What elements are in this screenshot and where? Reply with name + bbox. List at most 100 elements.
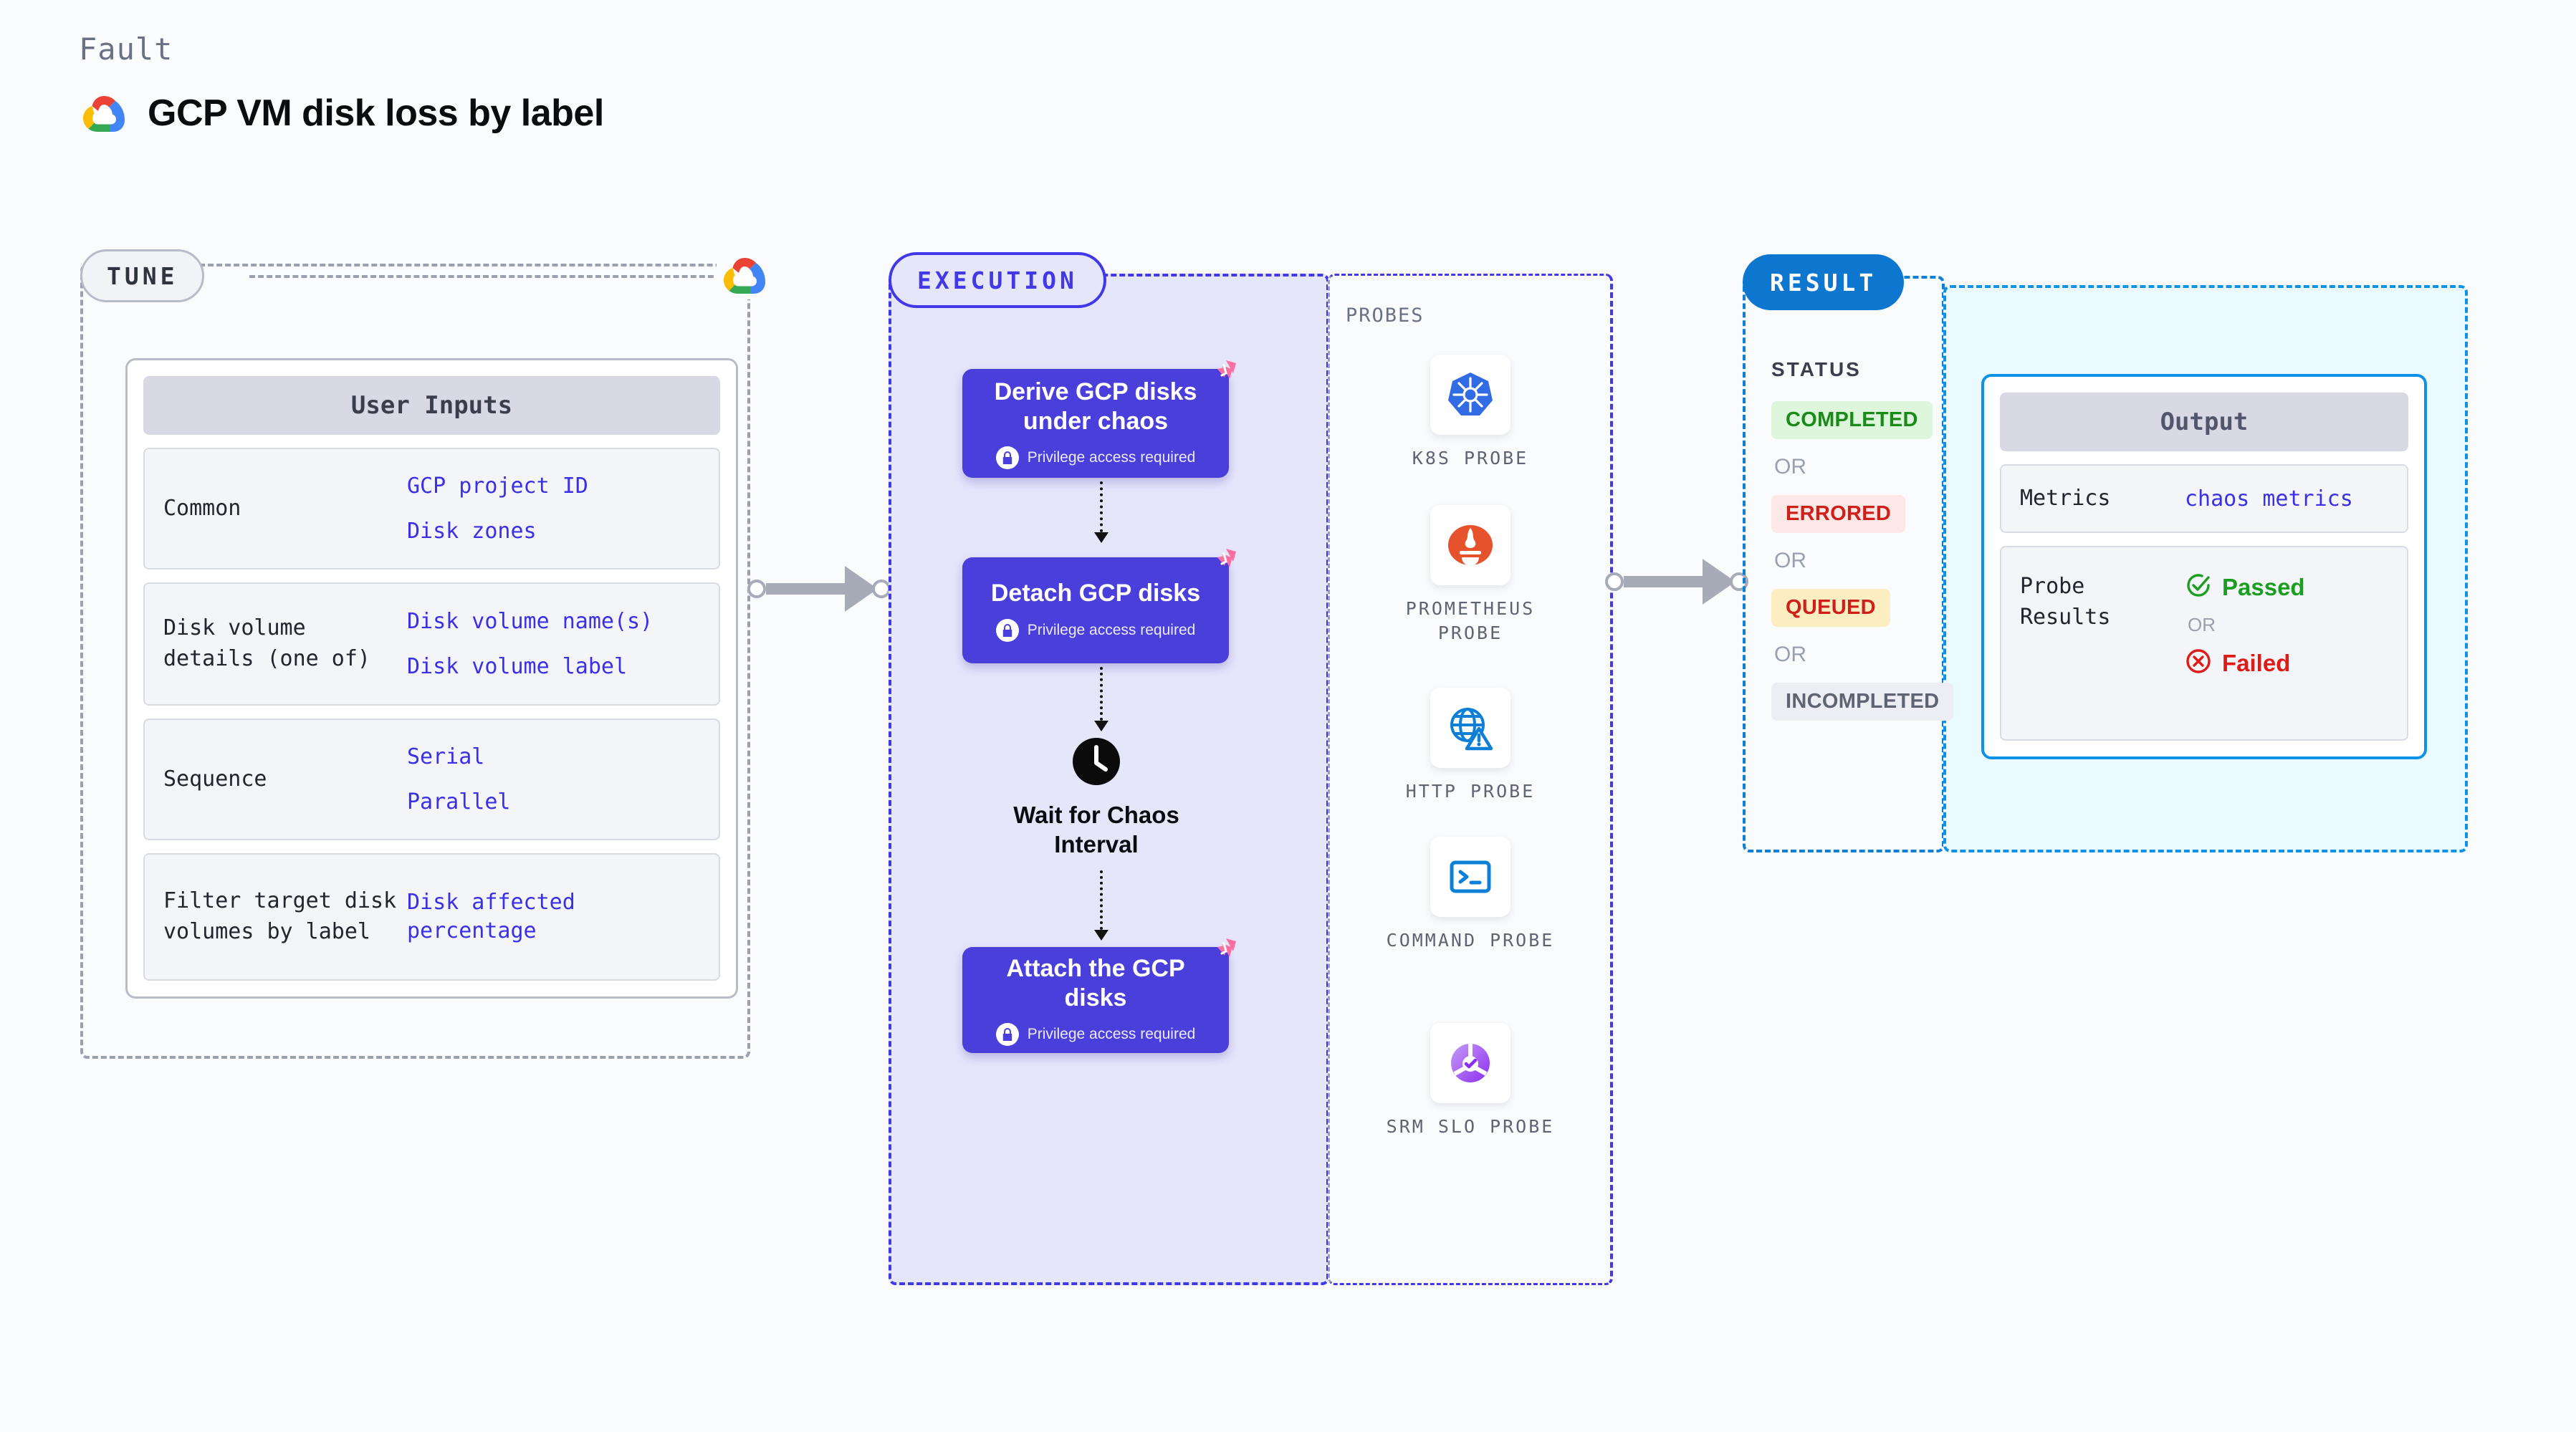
input-row-values: Disk volume name(s) Disk volume label bbox=[407, 607, 653, 681]
terminal-icon bbox=[1430, 837, 1510, 917]
probe-srm-slo[interactable]: SRM SLO PROBE bbox=[1384, 1023, 1556, 1139]
page-title: GCP VM disk loss by label bbox=[148, 92, 604, 134]
wait-label: Wait for Chaos Interval bbox=[1013, 802, 1179, 858]
flow-arrow-head bbox=[1094, 721, 1109, 731]
globe-warning-icon bbox=[1430, 688, 1510, 768]
flow-arrow-3 bbox=[1094, 870, 1109, 941]
flow-arrow-head bbox=[1094, 532, 1109, 543]
input-value[interactable]: GCP project ID bbox=[407, 474, 588, 499]
tune-panel-border bbox=[80, 264, 750, 1059]
execution-node-derive-gcp-disks[interactable]: Derive GCP disks under chaos Privilege a… bbox=[962, 360, 1236, 478]
status-badge-list: COMPLETED OR ERRORED OR QUEUED OR INCOMP… bbox=[1771, 401, 1954, 721]
probe-result-failed[interactable]: Failed bbox=[2185, 648, 2305, 678]
flow-arrow-2 bbox=[1094, 667, 1109, 731]
user-inputs-card-title: User Inputs bbox=[143, 376, 720, 435]
probe-label: COMMAND PROBE bbox=[1386, 930, 1555, 951]
input-row-common[interactable]: Common GCP project ID Disk zones bbox=[143, 448, 720, 570]
input-value[interactable]: Disk volume label bbox=[407, 654, 628, 679]
output-card: Output Metrics chaos metrics Probe Resul… bbox=[1981, 374, 2427, 759]
probe-k8s[interactable]: K8S PROBE bbox=[1384, 355, 1556, 471]
tune-stage-pill[interactable]: TUNE bbox=[80, 249, 205, 302]
input-value[interactable]: Parallel bbox=[407, 789, 511, 814]
probes-section-title: PROBES bbox=[1346, 304, 1425, 327]
user-inputs-card: User Inputs Common GCP project ID Disk z… bbox=[125, 358, 738, 999]
check-circle-icon bbox=[2185, 572, 2212, 602]
connector-execution-to-result bbox=[1605, 559, 1748, 605]
node-privilege-text: Privilege access required bbox=[1027, 1026, 1196, 1043]
output-card-title: Output bbox=[2000, 393, 2408, 451]
input-value[interactable]: Disk zones bbox=[407, 519, 537, 544]
connector-bar bbox=[1624, 576, 1703, 587]
page-kicker: Fault bbox=[79, 32, 173, 67]
execution-stage-pill[interactable]: EXECUTION bbox=[889, 252, 1106, 308]
flow-arrow-1 bbox=[1094, 481, 1109, 543]
status-or-separator: OR bbox=[1774, 549, 1806, 572]
probe-label: HTTP PROBE bbox=[1405, 781, 1536, 802]
srm-slo-icon bbox=[1430, 1023, 1510, 1103]
probe-label: K8S PROBE bbox=[1412, 448, 1529, 468]
flow-arrow-line bbox=[1100, 667, 1103, 721]
execution-node-detach-gcp-disks[interactable]: Detach GCP disks Privilege access requir… bbox=[962, 549, 1236, 663]
input-row-values: GCP project ID Disk zones bbox=[407, 472, 588, 545]
flow-arrow-line bbox=[1100, 481, 1103, 532]
node-privilege-text: Privilege access required bbox=[1027, 621, 1196, 638]
node-privilege-note: Privilege access required bbox=[995, 446, 1196, 470]
prometheus-icon bbox=[1430, 505, 1510, 585]
lock-icon bbox=[995, 446, 1019, 470]
input-row-filter-target[interactable]: Filter target disk volumes by label Disk… bbox=[143, 853, 720, 981]
output-metrics-value[interactable]: chaos metrics bbox=[2185, 486, 2353, 511]
status-badge[interactable]: INCOMPLETED bbox=[1771, 683, 1954, 721]
litmus-chaos-badge-icon bbox=[1200, 542, 1240, 585]
status-badge[interactable]: QUEUED bbox=[1771, 589, 1890, 627]
probe-result-values: Passed OR Failed bbox=[2185, 572, 2305, 678]
gcp-cloud-logo-icon bbox=[80, 93, 128, 133]
input-row-label: Filter target disk volumes by label bbox=[163, 888, 397, 944]
node-title: Detach GCP disks bbox=[990, 580, 1201, 607]
input-row-disk-volume-details[interactable]: Disk volume details (one of) Disk volume… bbox=[143, 582, 720, 706]
probe-result-or: OR bbox=[2188, 614, 2216, 635]
node-title: Derive GCP disks under chaos bbox=[994, 378, 1197, 435]
status-badge[interactable]: ERRORED bbox=[1771, 495, 1906, 533]
output-row-metrics[interactable]: Metrics chaos metrics bbox=[2000, 464, 2408, 533]
input-value[interactable]: Serial bbox=[407, 744, 485, 769]
node-privilege-note: Privilege access required bbox=[995, 618, 1196, 642]
output-row-label: Metrics bbox=[2020, 485, 2111, 511]
connector-start-dot bbox=[1605, 572, 1624, 591]
status-or-separator: OR bbox=[1774, 455, 1806, 479]
probe-result-passed[interactable]: Passed bbox=[2185, 572, 2305, 602]
lock-icon bbox=[995, 1023, 1019, 1047]
status-or-separator: OR bbox=[1774, 643, 1806, 666]
input-row-label: Common bbox=[163, 495, 241, 521]
page-header: GCP VM disk loss by label bbox=[80, 92, 604, 135]
input-value[interactable]: Disk affected percentage bbox=[407, 889, 575, 944]
clock-icon bbox=[1071, 736, 1121, 790]
connector-bar bbox=[766, 583, 845, 595]
flow-arrow-line bbox=[1100, 870, 1103, 930]
probe-command[interactable]: COMMAND PROBE bbox=[1384, 837, 1556, 953]
input-row-values: Disk affected percentage bbox=[407, 888, 593, 946]
input-value[interactable]: Disk volume name(s) bbox=[407, 609, 653, 634]
x-circle-icon bbox=[2185, 648, 2212, 678]
node-privilege-text: Privilege access required bbox=[1027, 449, 1196, 466]
status-section-title: STATUS bbox=[1771, 358, 1862, 380]
node-privilege-note: Privilege access required bbox=[995, 1023, 1196, 1047]
probe-label: PROMETHEUS PROBE bbox=[1405, 598, 1536, 643]
connector-start-dot bbox=[747, 580, 766, 598]
tune-tether-line bbox=[249, 275, 722, 278]
output-row-probe-results[interactable]: Probe Results Passed OR bbox=[2000, 546, 2408, 741]
execution-node-attach-gcp-disks[interactable]: Attach the GCP disks Privilege access re… bbox=[962, 938, 1236, 1053]
tune-gcp-badge-icon bbox=[717, 251, 772, 299]
connector-tune-to-execution bbox=[747, 566, 891, 612]
kubernetes-icon bbox=[1430, 355, 1510, 435]
flow-arrow-head bbox=[1094, 930, 1109, 941]
node-title: Attach the GCP disks bbox=[1006, 954, 1185, 1011]
probe-http[interactable]: HTTP PROBE bbox=[1384, 688, 1556, 804]
status-badge[interactable]: COMPLETED bbox=[1771, 401, 1933, 439]
probe-prometheus[interactable]: PROMETHEUS PROBE bbox=[1384, 505, 1556, 645]
output-row-label: Probe Results bbox=[2020, 574, 2111, 630]
input-row-values: Serial Parallel bbox=[407, 743, 511, 816]
tune-panel bbox=[80, 264, 750, 1059]
input-row-sequence[interactable]: Sequence Serial Parallel bbox=[143, 719, 720, 840]
result-stage-pill[interactable]: RESULT bbox=[1743, 254, 1905, 310]
